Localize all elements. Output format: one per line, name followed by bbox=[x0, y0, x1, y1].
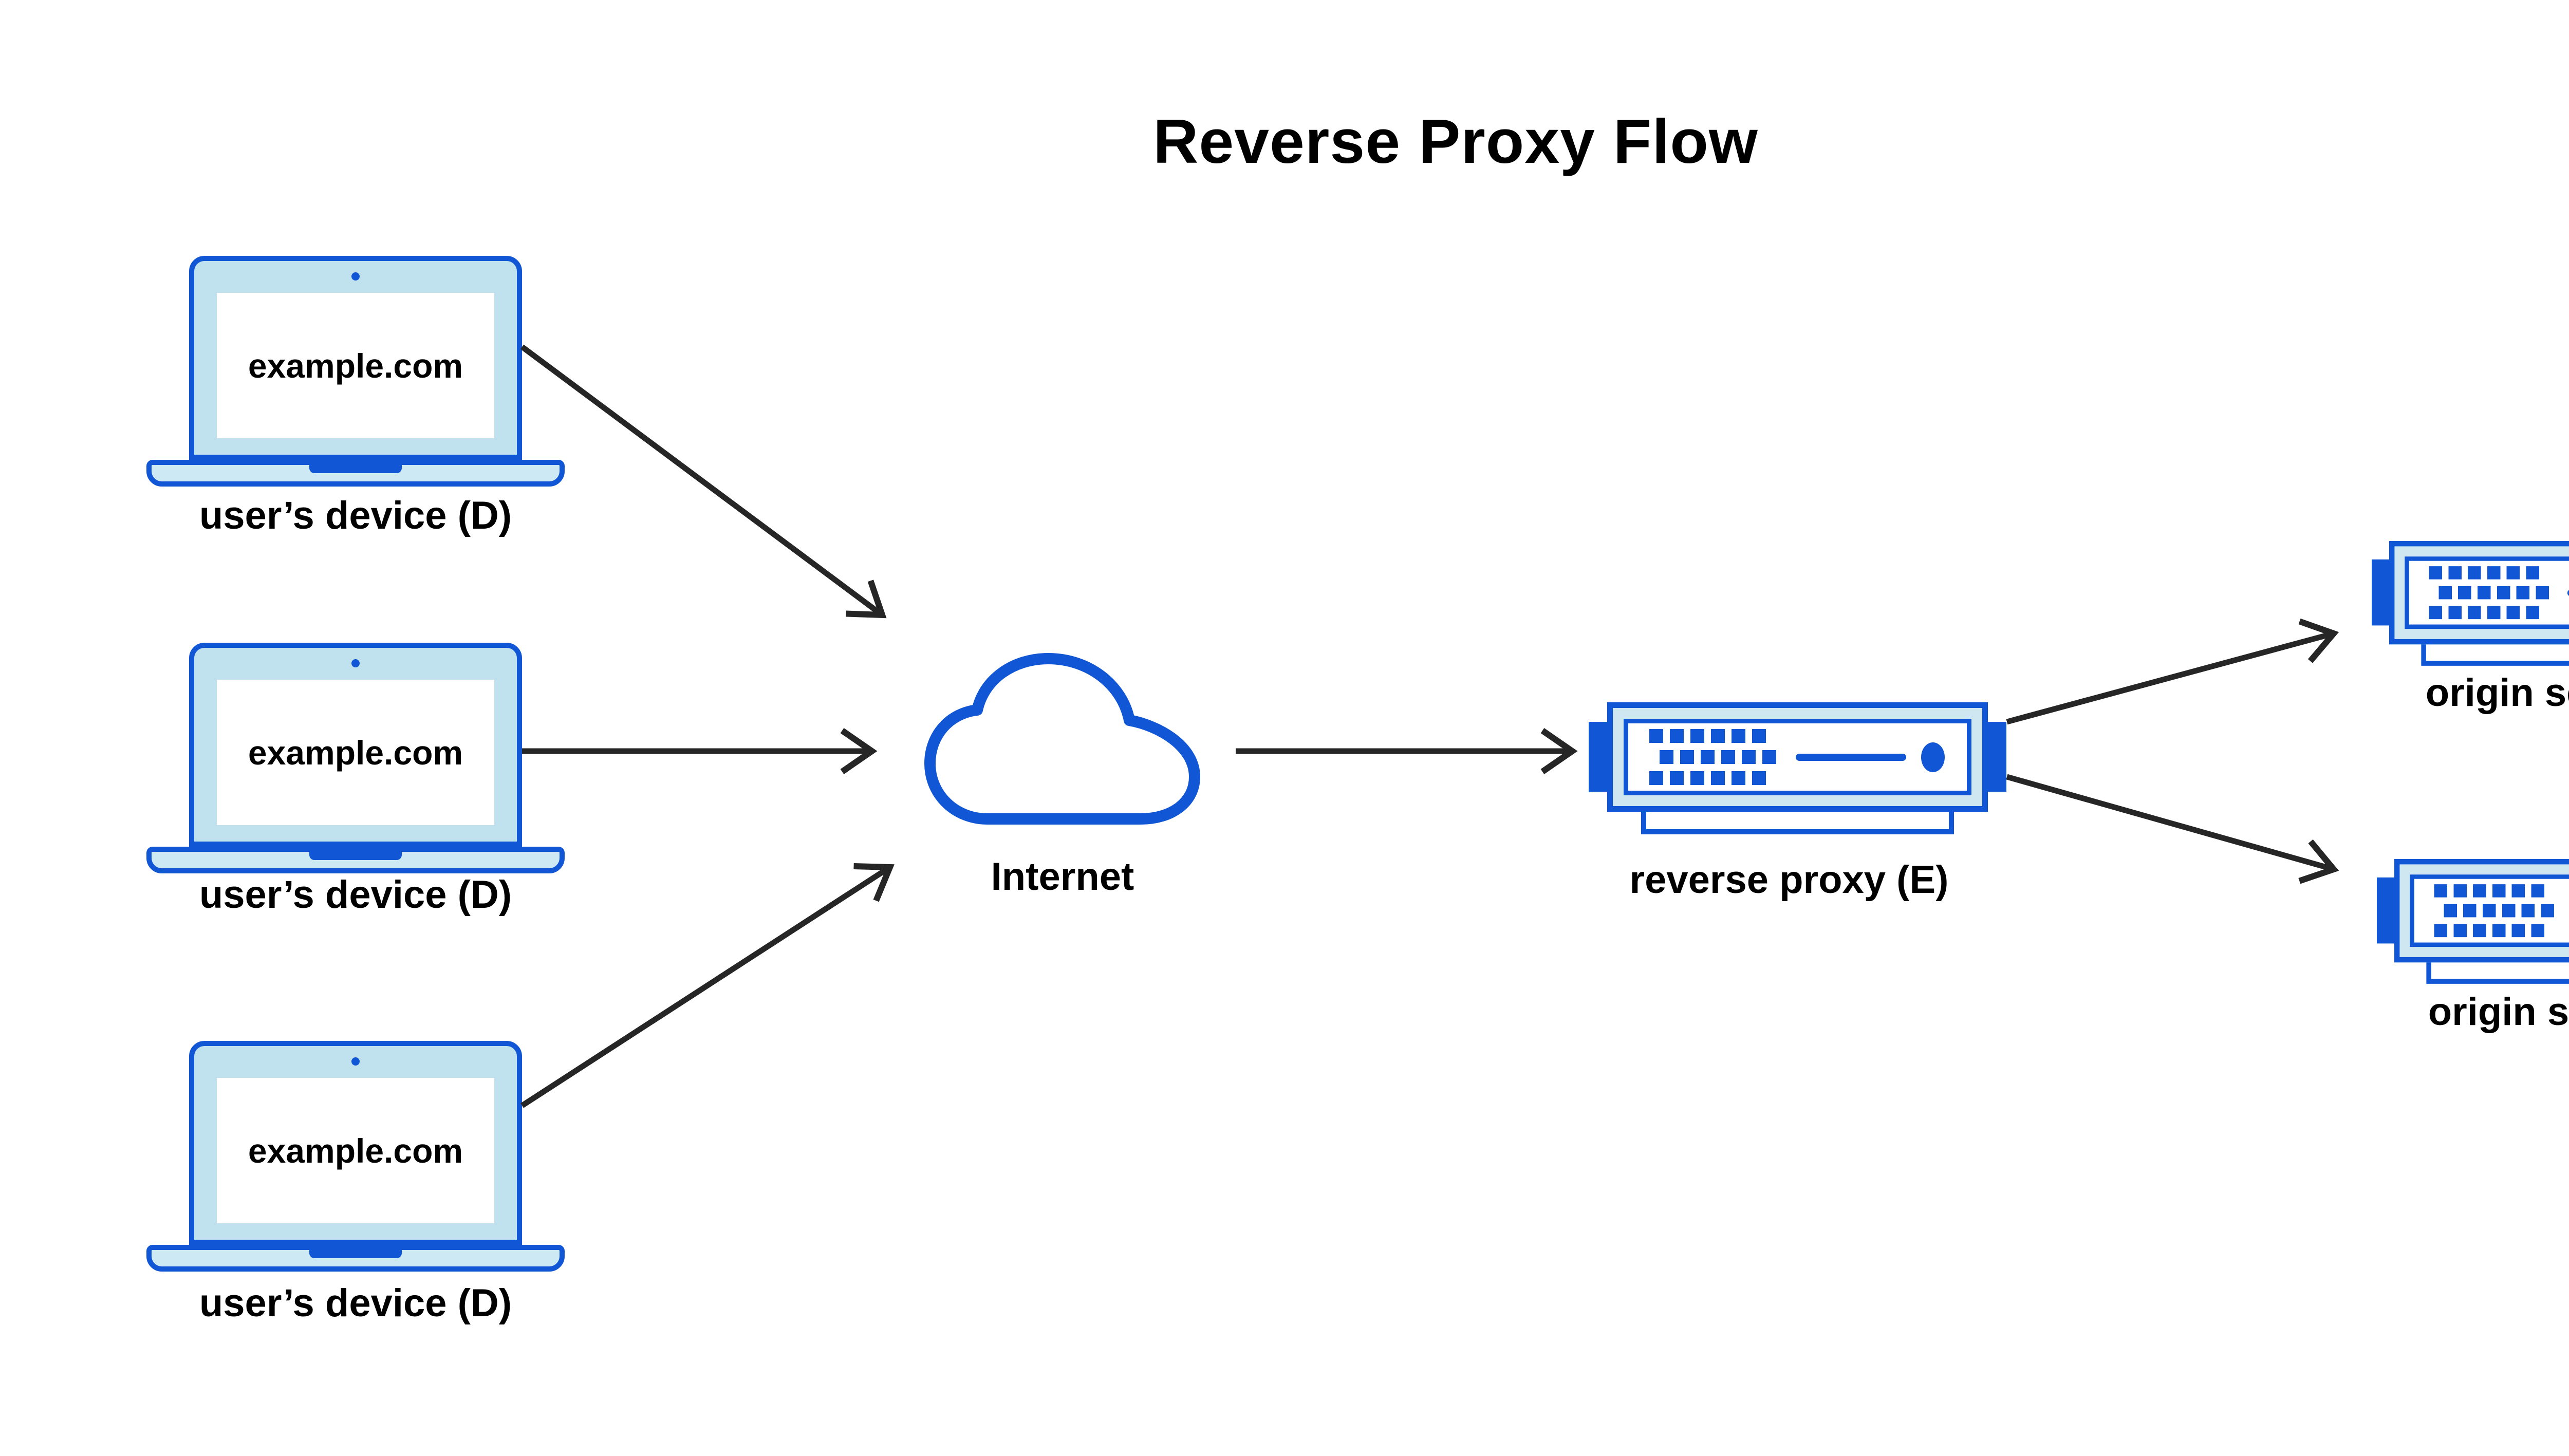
internet-cloud-icon bbox=[924, 653, 1200, 825]
reverse-proxy-server-icon bbox=[1589, 702, 2006, 834]
server-rack-ear-left bbox=[1589, 722, 1608, 792]
laptop-lid: example.com bbox=[189, 1041, 522, 1245]
vent-dot-row bbox=[1649, 729, 1766, 743]
origin-server-2-label: origin server (F) bbox=[2428, 990, 2569, 1034]
origin-server-1-label: origin server (F) bbox=[2425, 671, 2569, 715]
laptop-notch bbox=[309, 852, 402, 860]
reverse-proxy-label: reverse proxy (E) bbox=[1629, 858, 1949, 902]
screen-url-text: example.com bbox=[248, 733, 463, 772]
server-rack-ear-right bbox=[1987, 722, 2006, 792]
vent-dot-row bbox=[2438, 586, 2549, 600]
laptop-lid: example.com bbox=[189, 256, 522, 460]
user-device-3-laptop-icon: example.com bbox=[146, 1041, 565, 1272]
server-power-led bbox=[1921, 742, 1945, 772]
vent-dot-row bbox=[2444, 904, 2555, 918]
vent-dot-row bbox=[1660, 750, 1777, 764]
user-device-1-laptop-icon: example.com bbox=[146, 256, 565, 487]
vent-dot-row bbox=[2429, 566, 2540, 580]
arrow-reverse-proxy-to-origin2 bbox=[2006, 774, 2339, 884]
server-rack-ear-left bbox=[2376, 877, 2395, 944]
origin-server-1-icon bbox=[2371, 541, 2569, 666]
vent-dot-row bbox=[2434, 924, 2545, 938]
laptop-screen: example.com bbox=[217, 293, 494, 438]
server-drive-slot-line bbox=[2567, 589, 2569, 596]
laptop-notch bbox=[309, 465, 402, 473]
screen-url-text: example.com bbox=[248, 1131, 463, 1170]
webcam-dot-icon bbox=[351, 272, 360, 281]
laptop-screen: example.com bbox=[217, 1078, 494, 1223]
screen-url-text: example.com bbox=[248, 346, 463, 385]
user-device-2-laptop-icon: example.com bbox=[146, 643, 565, 873]
internet-label: Internet bbox=[991, 855, 1134, 899]
vent-dot-row bbox=[2434, 884, 2545, 898]
webcam-dot-icon bbox=[351, 1057, 360, 1066]
vent-dot-row bbox=[2429, 606, 2540, 620]
laptop-base bbox=[146, 460, 565, 487]
server-vent-dot-matrix bbox=[1649, 729, 1777, 792]
arrow-device1-to-internet bbox=[520, 344, 887, 619]
server-vent-dot-matrix bbox=[2429, 566, 2549, 626]
user-device-1-label: user’s device (D) bbox=[199, 494, 512, 537]
laptop-lid: example.com bbox=[189, 643, 522, 847]
laptop-base bbox=[146, 1245, 565, 1272]
server-faceplate bbox=[1624, 719, 1971, 795]
vent-dot-row bbox=[1649, 771, 1766, 785]
laptop-screen: example.com bbox=[217, 680, 494, 825]
user-device-2-label: user’s device (D) bbox=[199, 873, 512, 917]
webcam-dot-icon bbox=[351, 659, 360, 667]
arrow-reverse-proxy-to-origin1 bbox=[2006, 618, 2339, 725]
origin-server-2-icon bbox=[2376, 859, 2569, 984]
laptop-notch bbox=[309, 1250, 402, 1258]
arrow-device3-to-internet bbox=[520, 863, 895, 1108]
diagram-title: Reverse Proxy Flow bbox=[1153, 106, 1758, 176]
server-drive-slot-line bbox=[1796, 754, 1906, 761]
server-rack-ear-left bbox=[2371, 559, 2390, 626]
laptop-base bbox=[146, 847, 565, 873]
user-device-3-label: user’s device (D) bbox=[199, 1281, 512, 1325]
server-vent-dot-matrix bbox=[2434, 884, 2555, 944]
